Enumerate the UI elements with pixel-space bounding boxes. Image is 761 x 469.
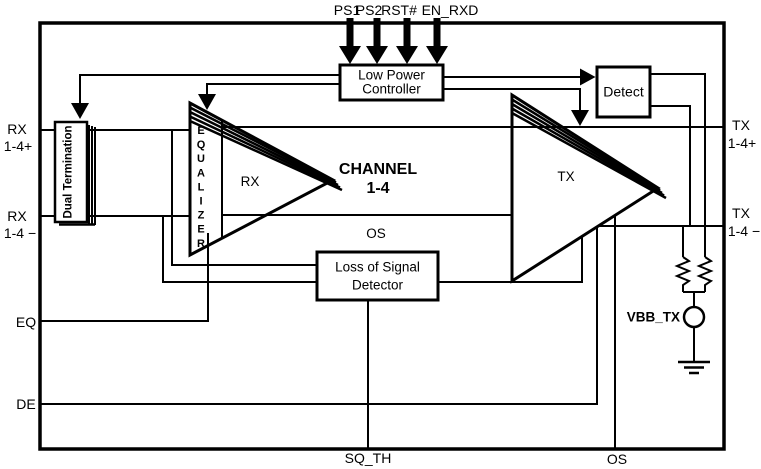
- signal-wires: [40, 73, 723, 448]
- tx-channel-bundle-line: [511, 107, 665, 197]
- equalizer-letter: Q: [197, 139, 206, 151]
- port-label-os: OS: [607, 451, 627, 467]
- pin-label: PS1: [334, 2, 361, 18]
- low-power-controller-box: [338, 63, 445, 102]
- wire-de: [40, 227, 598, 405]
- top-pins: PS1 PS2 RST# EN_RXD: [334, 2, 479, 64]
- wire-los-output: [437, 237, 583, 283]
- equalizer-letter: R: [197, 238, 205, 250]
- equalizer-letter: L: [198, 181, 205, 193]
- pin-label: EN_RXD: [422, 2, 479, 18]
- right-arrow-icon: [580, 68, 596, 86]
- port-label-tx-plus: TX: [732, 117, 751, 133]
- wire-lpc-to-equalizer: [206, 83, 340, 96]
- channel-label: CHANNEL 1-4: [339, 161, 417, 197]
- low-power-controller-label: Controller: [362, 82, 421, 97]
- equalizer-letter: E: [197, 224, 204, 236]
- equalizer-letters: E Q U A L I Z E R: [197, 125, 206, 250]
- tx-channel-bundle-line: [511, 98, 661, 192]
- dual-termination-stack-lines: [88, 125, 96, 225]
- detect-block: Detect: [595, 65, 652, 119]
- wire-eq: [40, 233, 209, 322]
- loss-of-signal-block: Loss of Signal Detector: [315, 250, 440, 302]
- wire-los-tap-minus: [162, 216, 318, 283]
- tx-amplifier: [510, 92, 667, 284]
- down-arrow-icon: [426, 46, 448, 64]
- rx-channel-bundle-line: [189, 119, 343, 192]
- ground-icon: [678, 360, 710, 375]
- down-arrow-icon: [396, 46, 418, 64]
- tx-amp-label: TX: [557, 169, 574, 184]
- pin-rst: RST#: [381, 2, 418, 64]
- wire-detect-to-tx-minus: [650, 105, 691, 225]
- dual-termination-label: Dual Termination: [63, 125, 75, 218]
- rx-channel-bundle-line: [189, 110, 339, 187]
- down-arrow-icon: [366, 46, 388, 64]
- vbb-tx-label: VBB_TX: [627, 310, 680, 325]
- down-arrow-icon: [403, 18, 411, 48]
- wire-lpc-to-tx: [443, 88, 581, 111]
- vbb-source-circle: [682, 305, 706, 329]
- rx-channel-bundle-line: [189, 106, 337, 184]
- pin-ps2: PS2: [356, 2, 388, 64]
- chip-boundary: [38, 21, 726, 451]
- low-power-controller-block: Low Power Controller: [338, 63, 445, 102]
- channel-label-line2: 1-4: [366, 180, 389, 197]
- down-arrow-icon: [346, 18, 354, 48]
- channel-label-line1: CHANNEL: [339, 161, 417, 178]
- port-label-de: DE: [16, 396, 35, 412]
- dual-termination-block: Dual Termination: [53, 120, 96, 226]
- wire-detect-to-tx-plus: [650, 73, 706, 257]
- port-labels: RX 1-4+ RX 1-4 − EQ DE TX 1-4+ TX 1-4 − …: [4, 117, 760, 467]
- equalizer-letter: A: [197, 167, 205, 179]
- rx-amplifier: [188, 100, 343, 258]
- port-label-rx-plus: RX: [7, 121, 27, 137]
- equalizer-letter: I: [199, 196, 202, 208]
- pin-label: PS2: [356, 2, 383, 18]
- pin-label: RST#: [381, 2, 417, 18]
- port-label-rx-minus: 1-4 −: [4, 225, 36, 241]
- resistor-join-wire: [683, 291, 705, 307]
- down-arrow-icon: [433, 18, 441, 48]
- tx-channel-bundle-line: [511, 102, 663, 195]
- equalizer-letter: E: [197, 125, 204, 137]
- loss-of-signal-box: [315, 250, 440, 302]
- detect-label: Detect: [603, 84, 644, 100]
- detect-box: [595, 65, 652, 119]
- equalizer-letter: Z: [198, 210, 205, 222]
- port-label-tx-minus: TX: [732, 205, 751, 221]
- pin-en-rxd: EN_RXD: [422, 2, 479, 64]
- vbb-termination-network: VBB_TX: [627, 226, 714, 375]
- port-label-rx-plus: 1-4+: [4, 138, 32, 154]
- port-label-eq: EQ: [16, 314, 36, 330]
- wire-los-tap-plus: [171, 130, 318, 266]
- down-arrow-icon: [198, 94, 216, 110]
- down-arrow-icon: [373, 18, 381, 48]
- down-arrow-icon: [71, 103, 89, 119]
- port-label-tx-minus: 1-4 −: [728, 223, 760, 239]
- os-internal-label: OS: [366, 226, 386, 241]
- dual-termination-box: [53, 120, 89, 224]
- wire-lpc-to-dual-termination: [79, 74, 340, 105]
- termination-resistor-left: [674, 256, 692, 292]
- port-label-rx-minus: RX: [7, 208, 27, 224]
- loss-of-signal-label: Detector: [352, 278, 404, 293]
- rx-channel-bundle-line: [189, 115, 341, 189]
- rx-amp-label: RX: [241, 174, 260, 189]
- port-label-tx-plus: 1-4+: [728, 135, 756, 151]
- loss-of-signal-label: Loss of Signal: [335, 260, 420, 275]
- port-label-sq-th: SQ_TH: [345, 450, 392, 466]
- control-arrowheads: [71, 68, 596, 126]
- equalizer-letter: U: [197, 153, 205, 165]
- pin-ps1: PS1: [334, 2, 361, 64]
- rx-amp-triangle: [188, 100, 337, 258]
- down-arrow-icon: [571, 110, 589, 126]
- down-arrow-icon: [339, 46, 361, 64]
- low-power-controller-label: Low Power: [358, 68, 425, 83]
- termination-resistor-right: [696, 256, 714, 292]
- tx-amp-triangle: [510, 92, 661, 284]
